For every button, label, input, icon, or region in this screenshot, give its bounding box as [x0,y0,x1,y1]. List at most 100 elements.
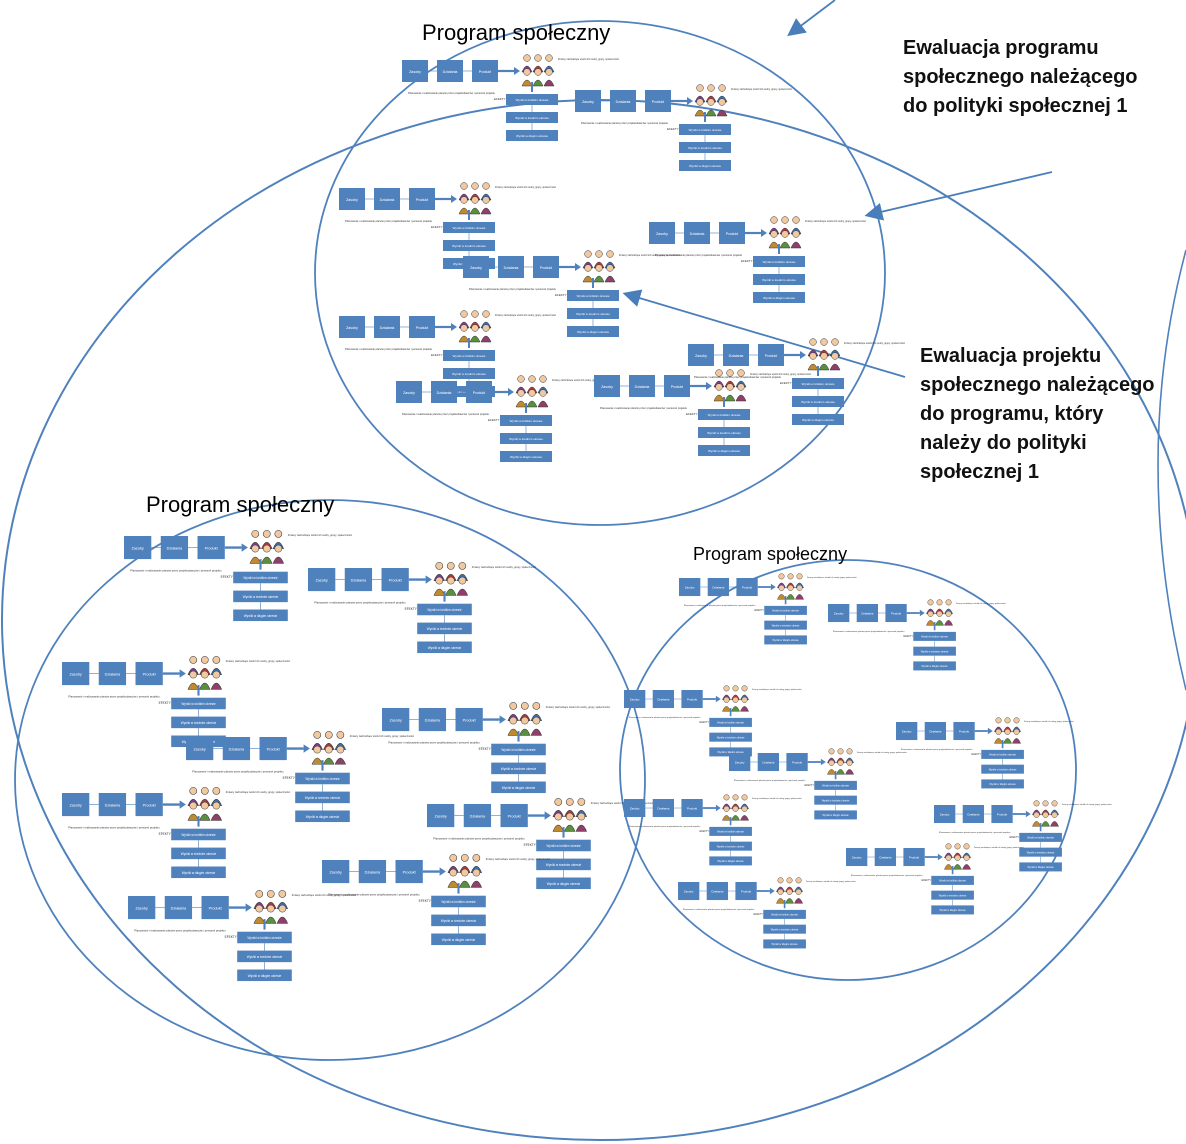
outcome-label: Wyniki w średnim okresie [707,431,741,435]
stage-label: Zasoby [470,266,482,270]
outcome-label: Wyniki w średnim okresie [801,400,835,404]
stage-label: Produkt [403,871,417,875]
outcome-label: Wyniki w krótkim okresie [453,226,486,230]
outcome-box [491,762,546,775]
program-top-title: Program społeczny [422,20,610,45]
outcome-label: Wyniki w krótkim okresie [305,777,340,781]
project-eval-line-3: do programu, który [920,403,1104,425]
outcome-box [567,308,619,319]
people-icon [187,656,222,690]
outcome-label: Wyniki w średnim okresie [822,799,850,802]
outcome-box [237,950,292,963]
stage-box [681,690,703,709]
program-right-ellipse [619,559,1077,981]
stage-label: Działania [443,70,458,74]
people-note: Zmiany zachodzące wśród ich osoby, grupy… [495,186,557,189]
people-note: Zmiany zachodzące wśród ich osoby, grupy… [857,751,907,754]
people-icon [458,310,492,343]
program-left-title: Program społeczny [146,492,334,517]
outcome-box [709,826,752,836]
stage-label: Działania [425,719,441,723]
effects-label: EFEKTY [225,935,238,939]
outcome-label: Wyniki w krótkim okresie [717,831,744,834]
program-left-ellipse [14,499,646,1061]
stage-label: Produkt [479,70,491,74]
outcome-label: Wyniki w długim okresie [1028,866,1055,869]
outcome-box [491,781,546,794]
effects-label: EFEKTY [431,353,443,357]
stage-label: Produkt [671,385,683,389]
stage-box [624,799,646,818]
outcome-box [679,160,731,171]
outcome-box [913,631,956,641]
stage-label: Produkt [416,198,428,202]
planning-note: Planowanie i realizowanie planów przez p… [134,929,226,933]
outcome-box [295,772,350,785]
effects-label: EFEKTY [753,913,763,916]
stage-label: Produkt [209,907,223,911]
outcome-label: Wyniki w długim okresie [502,786,536,790]
stage-box [624,690,646,709]
outcome-label: Wyniki w średnim okresie [688,146,722,150]
program-eval-line-1: Ewaluacja programu [903,37,1099,59]
outcome-box [237,969,292,982]
stage-label: Działania [929,730,941,734]
outcome-label: Wyniki w krótkim okresie [689,128,722,132]
stage-box [885,604,907,623]
outcome-box [171,828,226,841]
project-eval-line-2: społecznego należącego [920,374,1155,396]
outcome-label: Wyniki w krótkim okresie [510,419,543,423]
outcome-box [1019,832,1062,842]
stage-label: Działania [690,232,705,236]
planning-note: Planowanie i realizowanie planów przez p… [600,406,688,410]
stage-box [678,882,700,901]
people-note: Zmiany zachodzące wśród ich osoby, grupy… [750,373,812,376]
planning-note: Planowanie i realizowanie planów przez p… [68,695,160,699]
people-note: Zmiany zachodzące wśród ich osoby, grupy… [752,688,802,691]
stage-label: Produkt [792,761,802,765]
outcome-box [753,274,805,285]
outcome-label: Wyniki w średnim okresie [247,955,283,959]
planning-note: Planowanie i realizowanie planów przez p… [734,779,806,782]
stage-label: Zasoby [346,326,358,330]
arrow-to-policy [787,0,836,37]
stage-label: Działania [616,100,631,104]
effects-label: EFEKTY [159,832,172,836]
people-note: Zmiany zachodzące wśród ich osoby, grupy… [546,706,611,709]
outcome-box [763,939,806,949]
outcome-box [931,905,974,915]
people-icon [433,562,468,596]
outcome-label: Wyniki w krótkim okresie [243,576,278,580]
outcome-label: Wyniki w krótkim okresie [577,294,610,298]
stage-label: Zasoby [695,354,707,358]
stage-label: Zasoby [389,719,401,723]
outcome-box [443,222,495,233]
effects-label: EFEKTY [431,225,443,229]
planning-note: Planowanie i realizowanie planów przez p… [629,716,701,719]
outcome-label: Wyniki w długim okresie [708,449,740,453]
stage-box [757,753,780,772]
outcome-label: Wyniki w długim okresie [689,164,721,168]
planning-note: Planowanie i realizowanie planów przez p… [939,831,1011,834]
people-note: Zmiany zachodzące wśród ich osoby, grupy… [844,342,906,345]
stage-label: Zasoby [684,890,694,894]
stage-label: Zasoby [852,856,862,860]
stage-box [707,578,730,597]
outcome-box [931,875,974,885]
people-icon [507,702,542,736]
stage-label: Produkt [205,547,219,551]
stage-box [62,793,90,817]
people-icon [768,216,802,249]
stage-label: Działania [504,266,519,270]
stage-box [681,799,703,818]
planning-note: Planowanie i realizowanie planów przez p… [469,287,557,291]
outcome-box [171,847,226,860]
outcome-label: Wyniki w średnim okresie [771,928,799,931]
stage-box [128,896,156,920]
outcome-label: Wyniki w krótkim okresie [181,702,216,706]
